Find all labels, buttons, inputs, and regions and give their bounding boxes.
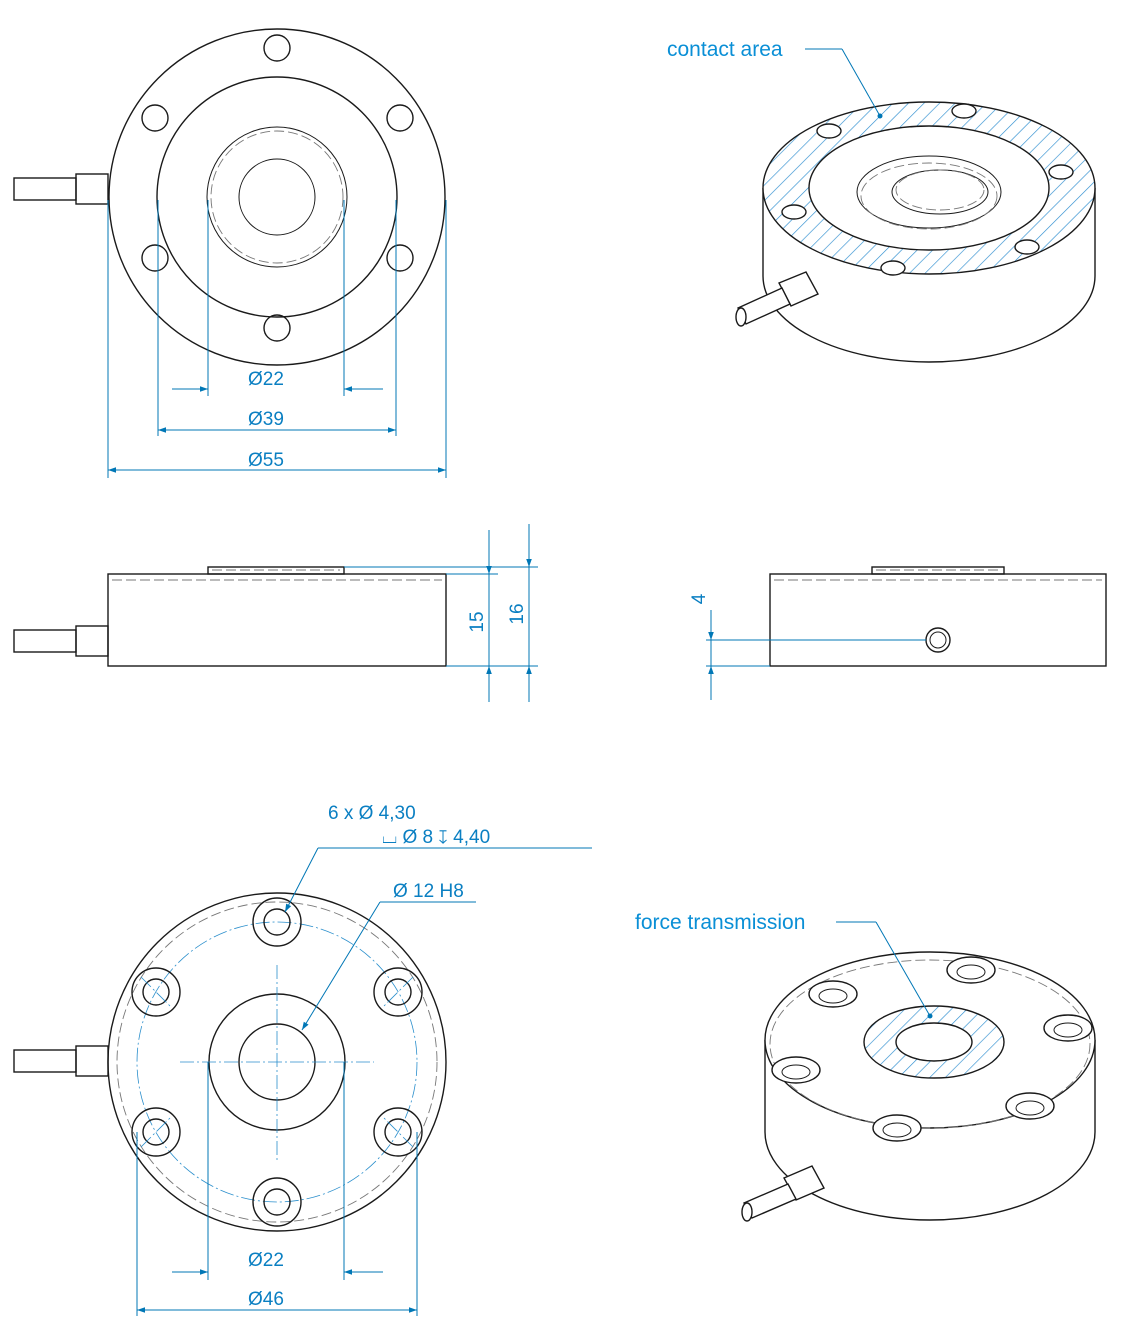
- bottom-view: 6 x Ø 4,30 ⌴ Ø 8 ↧ 4,40 Ø 12 H8 Ø22 Ø46: [13, 803, 592, 1316]
- dim-dia-46: Ø46: [248, 1289, 284, 1310]
- iso-mounting-holes: [781, 103, 1074, 276]
- bottom-mounting-holes: [131, 897, 423, 1227]
- holes-spec: 6 x Ø 4,30: [328, 803, 416, 824]
- bolt-circle: [136, 921, 418, 1203]
- contact-ring: [156, 76, 398, 318]
- contact-area-label: contact area: [667, 38, 783, 61]
- iso-bottom-holes: [771, 956, 1093, 1142]
- bottom-outer: [107, 892, 447, 1232]
- isometric-top-view: contact area: [667, 38, 1096, 363]
- top-view: Ø22 Ø39 Ø55: [13, 28, 447, 478]
- dim-height-16: 16: [507, 603, 528, 624]
- bore-spec: Ø 12 H8: [393, 881, 464, 902]
- dim-dia-39: Ø39: [248, 409, 284, 430]
- dim-dia-22-top: Ø22: [248, 369, 284, 390]
- dim-dia-55: Ø55: [248, 450, 284, 471]
- side-view-cable: 4: [689, 566, 1107, 700]
- force-transmission-label: force transmission: [635, 911, 805, 934]
- counterbore-spec: ⌴ Ø 8 ↧ 4,40: [382, 827, 490, 848]
- mounting-holes: [141, 34, 414, 342]
- dim-dia-22-bottom: Ø22: [248, 1250, 284, 1271]
- iso-cable: [735, 271, 819, 327]
- dim-height-15: 15: [467, 611, 488, 632]
- dim-cable-height-4: 4: [689, 593, 710, 604]
- outer-flange: [108, 28, 446, 366]
- side-view: 15 16: [13, 524, 538, 702]
- isometric-bottom-view: force transmission: [635, 911, 1096, 1222]
- cable: [13, 173, 109, 205]
- iso-bottom-cable: [741, 1165, 825, 1222]
- side-cable: [13, 625, 109, 657]
- hub-inner: [238, 158, 316, 236]
- hub-outer: [206, 126, 348, 268]
- bottom-cable: [13, 1045, 109, 1077]
